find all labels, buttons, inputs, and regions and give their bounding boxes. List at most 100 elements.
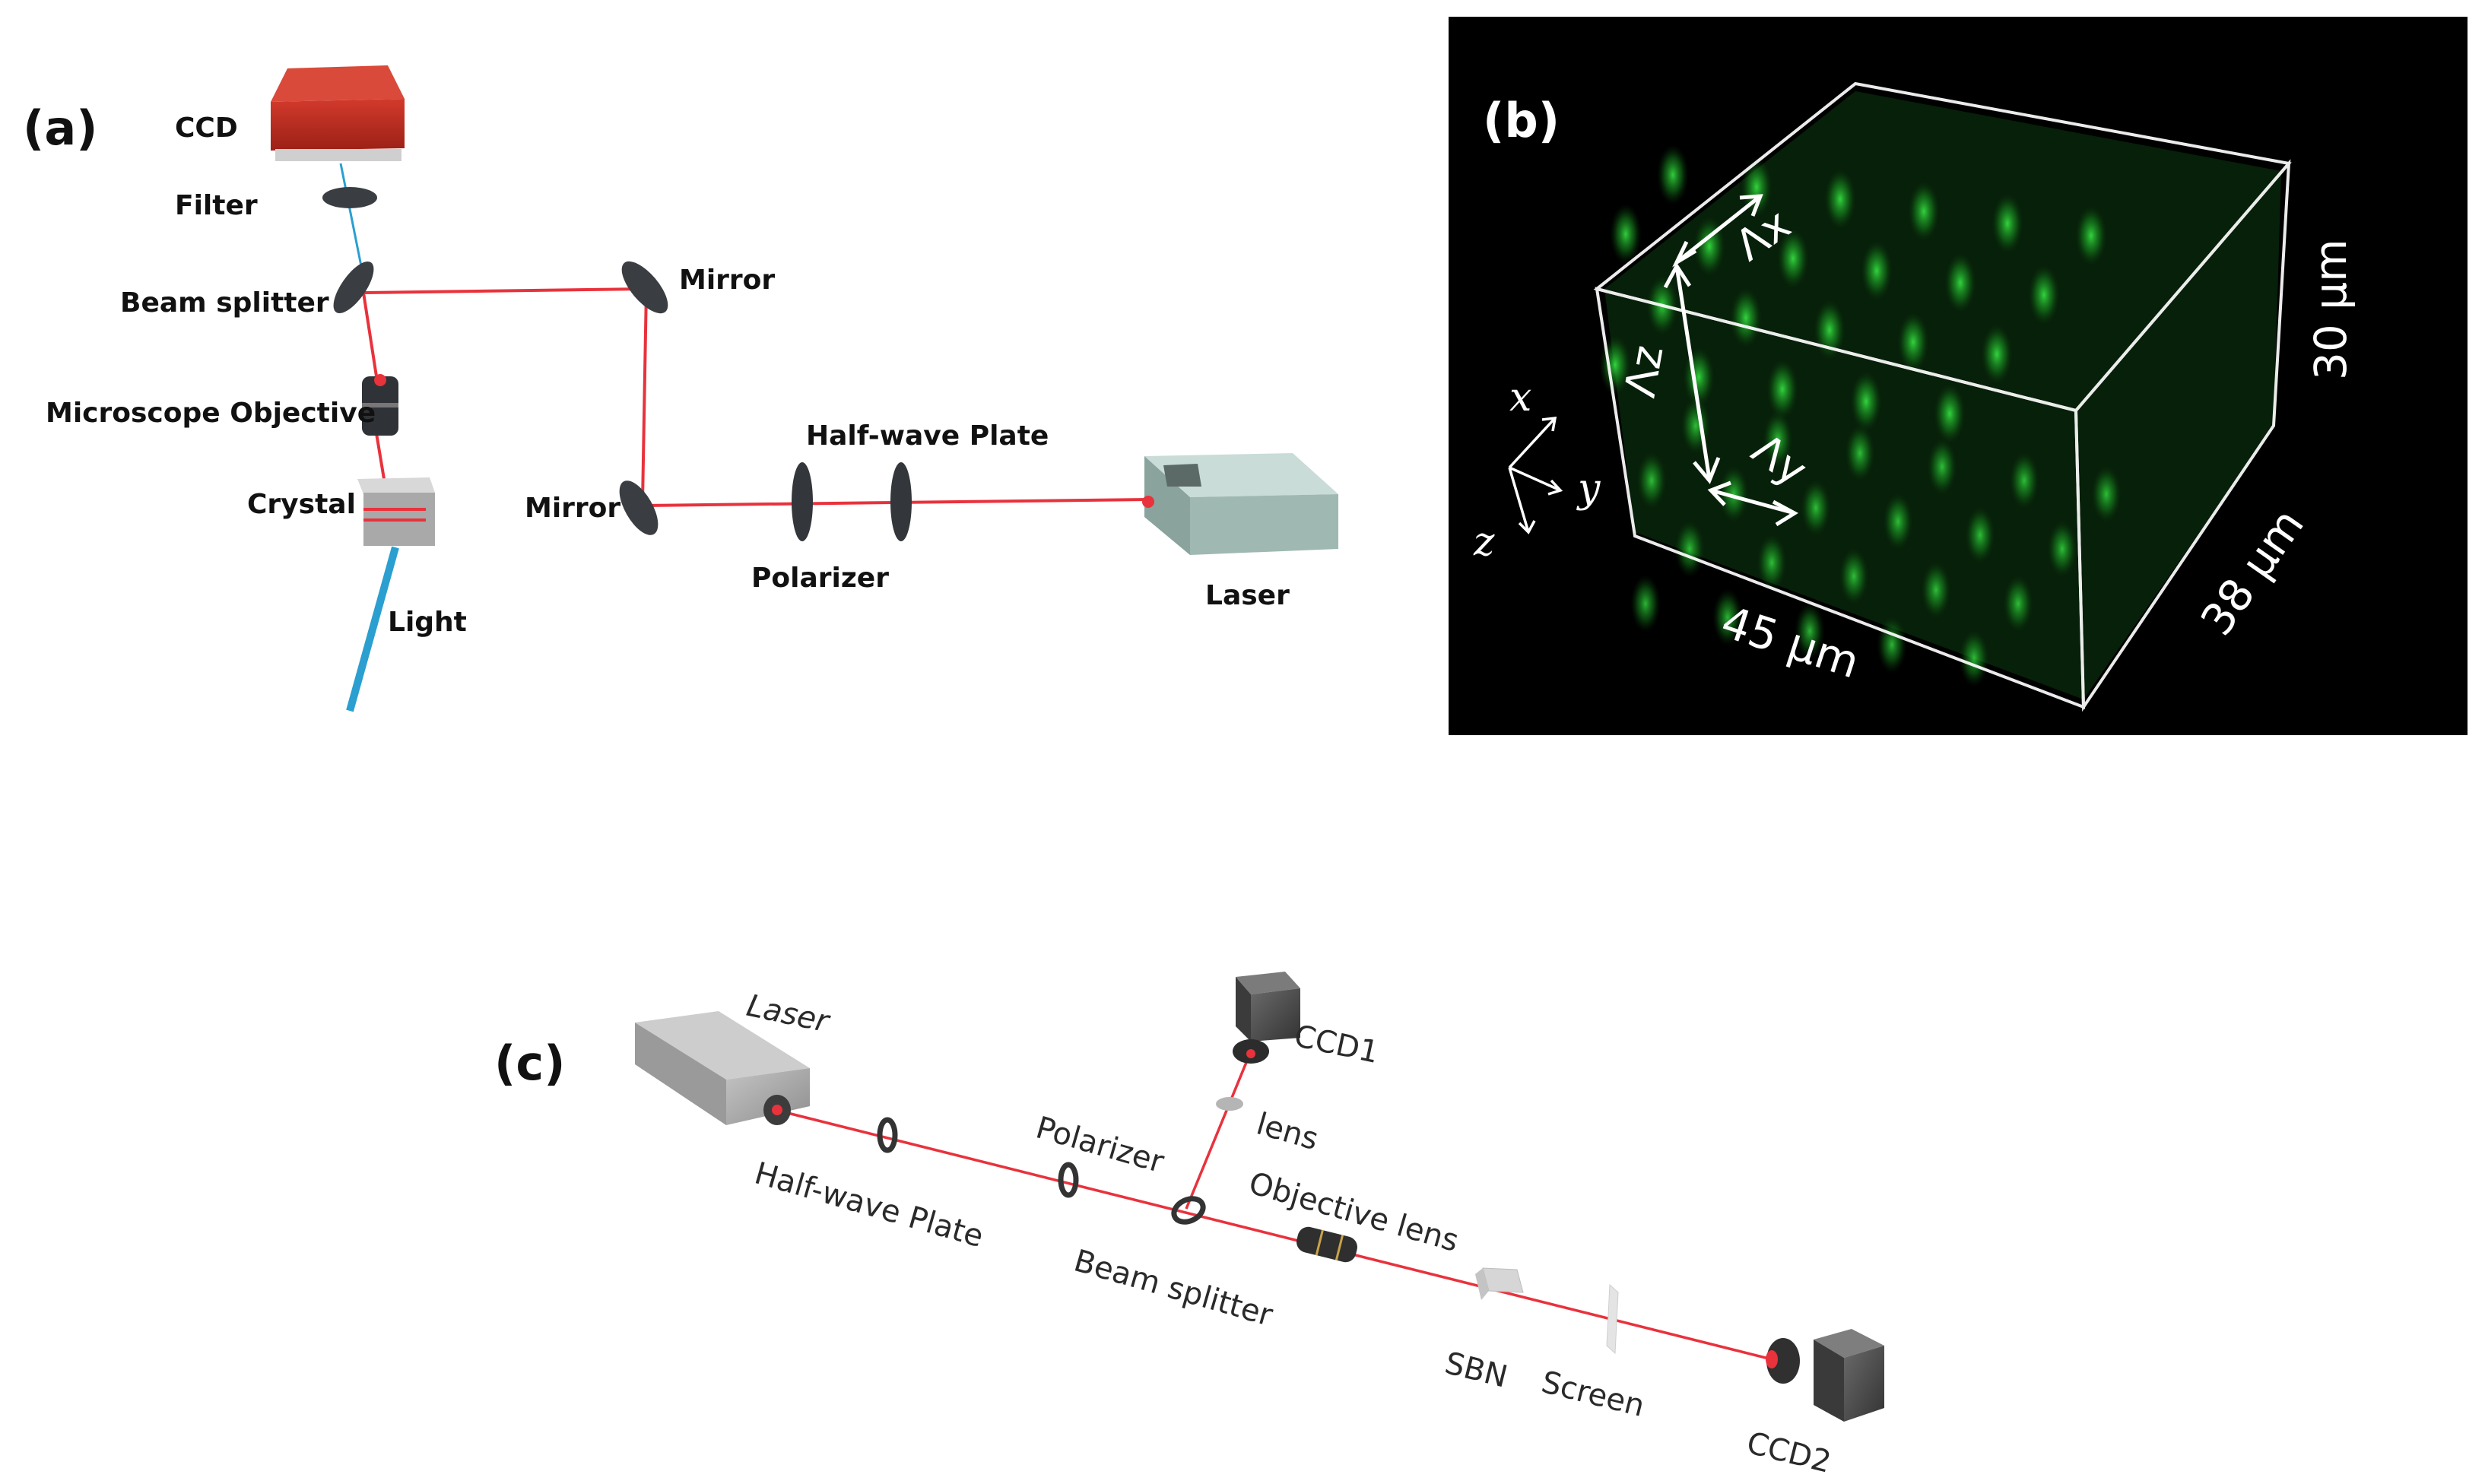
laser-c-icon — [635, 1011, 810, 1125]
sbn-icon — [1475, 1267, 1524, 1300]
light-label: Light — [388, 607, 467, 638]
lattice-rod — [1897, 312, 1929, 373]
beam-splitter-c-label: Beam splitter — [1070, 1243, 1277, 1333]
lattice-rod — [2003, 575, 2033, 633]
lattice-rod — [1763, 411, 1793, 468]
panel-c-label: (c) — [494, 1035, 565, 1091]
axis-z-label: z — [1473, 519, 1495, 565]
ccd2-label: CCD2 — [1744, 1425, 1835, 1480]
lattice-rod — [1766, 359, 1798, 420]
microscope-objective-icon — [362, 374, 398, 436]
lattice-rod — [1944, 252, 1976, 313]
lattice-rod — [1927, 438, 1957, 496]
lattice-rod — [1719, 465, 1749, 523]
lattice-rod — [1839, 547, 1869, 605]
lattice-rod — [1934, 383, 1966, 444]
sbn-label: SBN — [1442, 1346, 1511, 1395]
panel-c: (c) Laser Half-wave Plate Polarizer Beam… — [494, 972, 1884, 1480]
lattice-rod — [1630, 575, 1661, 633]
lattice-rod — [1801, 479, 1831, 537]
lattice-rod — [2028, 265, 2060, 325]
ccd-a-label: CCD — [175, 113, 238, 144]
lattice-rod — [1610, 204, 1642, 265]
ccd1-icon — [1233, 972, 1300, 1064]
mirror-top-icon — [621, 261, 668, 314]
half-wave-plate-c-icon — [877, 1117, 898, 1153]
half-wave-plate-a-label: Half-wave Plate — [806, 420, 1049, 452]
lambda-arrows — [1663, 194, 1798, 527]
beam-path-a — [362, 287, 1149, 507]
crystal-icon — [357, 477, 435, 546]
ccd-a-icon — [271, 65, 405, 161]
lattice-rod — [2047, 520, 2077, 578]
lattice-rod — [1757, 534, 1787, 591]
panel-b: (b) Λx Λz Λy x y z 30 μm — [1449, 17, 2468, 735]
lattice-rod — [1965, 506, 1995, 564]
light-beam — [346, 546, 399, 712]
beam-splitter-a-label: Beam splitter — [120, 287, 329, 319]
lens-icon — [1216, 1097, 1243, 1111]
half-wave-plate-a-icon — [890, 462, 912, 541]
polarizer-a-label: Polarizer — [751, 563, 889, 594]
screen-label: Screen — [1538, 1365, 1649, 1424]
lattice-rod — [1795, 602, 1825, 660]
ccd2-icon — [1766, 1329, 1884, 1422]
filter-icon — [322, 187, 377, 208]
panel-a: (a) CCD Filter Beam splitter Mirror — [23, 65, 1338, 712]
ccd1-label: CCD1 — [1291, 1019, 1382, 1070]
lattice-rod — [1877, 616, 1907, 674]
screen-icon — [1606, 1283, 1619, 1355]
polarizer-c-label: Polarizer — [1032, 1110, 1168, 1180]
laser-a-label: Laser — [1205, 580, 1290, 611]
axis-triad-icon — [1508, 416, 1563, 534]
filter-to-ccd-beam — [339, 163, 365, 278]
filter-label: Filter — [175, 190, 258, 221]
lattice-rod — [1845, 424, 1875, 482]
lattice-rod — [1741, 157, 1773, 217]
laser-c-label: Laser — [744, 988, 833, 1040]
panel-b-label: (b) — [1483, 93, 1560, 148]
lattice-rod — [1981, 324, 2013, 385]
lattice-rod — [1883, 493, 1913, 550]
crystal-label: Crystal — [247, 489, 356, 520]
beam-splitter-a-icon — [333, 261, 374, 314]
lattice-rod — [1921, 561, 1951, 619]
lattice-rod — [1959, 629, 1989, 687]
lattice-rod — [1680, 397, 1711, 455]
axis-x-label: x — [1509, 375, 1531, 420]
lambda-z-label: Λz — [1616, 341, 1674, 401]
lattice-rods — [1599, 91, 2281, 699]
lattice-rod — [2091, 465, 2122, 523]
lattice-rod — [2075, 205, 2107, 266]
wireframe-box — [1593, 81, 2292, 712]
axis-y-label: y — [1576, 466, 1601, 512]
beam-main-c — [775, 1108, 1773, 1361]
lattice-rod — [1861, 240, 1893, 301]
lattice-rod — [2009, 452, 2039, 509]
half-wave-plate-c-label: Half-wave Plate — [751, 1156, 987, 1254]
polarizer-c-icon — [1058, 1162, 1079, 1198]
lattice-rod — [1674, 520, 1705, 578]
lens-label: lens — [1252, 1106, 1322, 1157]
polarizer-a-icon — [792, 462, 813, 541]
objective-lens-icon — [1296, 1226, 1357, 1263]
lattice-rod — [1657, 144, 1689, 205]
lattice-rod — [1908, 181, 1940, 242]
laser-a-icon — [1142, 453, 1338, 555]
mirror-bottom-label: Mirror — [525, 493, 620, 524]
lattice-rod — [1636, 452, 1667, 509]
mirror-top-label: Mirror — [679, 265, 775, 296]
lattice-rod — [1730, 287, 1762, 348]
mirror-bottom-icon — [619, 480, 659, 535]
lattice-rod — [1850, 371, 1882, 432]
lattice-rod — [1712, 588, 1743, 646]
panel-a-label: (a) — [23, 100, 98, 156]
beam-to-ccd1 — [1185, 1060, 1249, 1210]
beam-splitter-c-icon — [1171, 1196, 1206, 1225]
lattice-rod — [1991, 193, 2023, 254]
lattice-rod — [1777, 228, 1809, 289]
lattice-rod — [1824, 169, 1856, 230]
dim-height-label: 30 μm — [2305, 239, 2356, 380]
microscope-objective-label: Microscope Objective — [46, 398, 376, 429]
